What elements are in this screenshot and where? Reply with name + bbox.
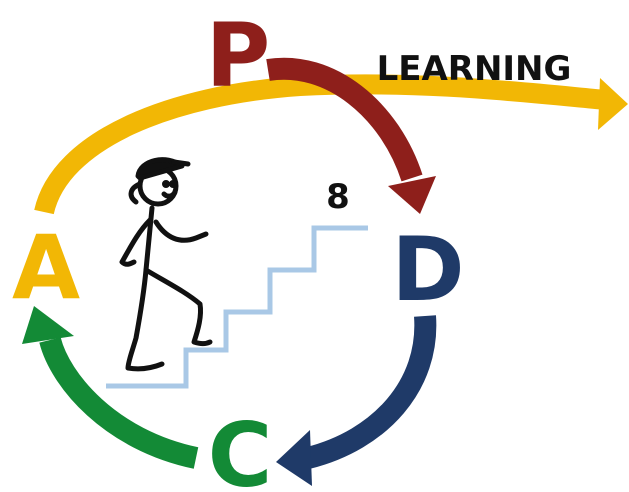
act-to-learning-arrow xyxy=(34,74,628,215)
do-letter: D xyxy=(391,218,464,321)
learning-label: LEARNING xyxy=(377,49,572,89)
check-letter: C xyxy=(208,404,273,492)
act-letter: A xyxy=(12,216,80,319)
do-to-check-arrow xyxy=(276,315,437,486)
staircase-icon xyxy=(106,225,368,389)
check-to-act-arrow xyxy=(22,306,199,469)
stick-figure-climbing-icon xyxy=(119,157,213,372)
plan-letter: P xyxy=(206,4,271,107)
step-number: 8 xyxy=(326,177,350,217)
plan-to-do-arrow xyxy=(266,57,436,214)
